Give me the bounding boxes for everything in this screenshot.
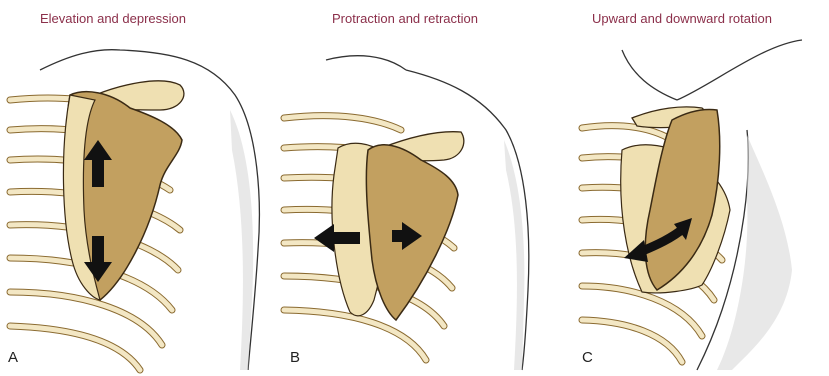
- panel-b-letter: B: [290, 349, 300, 366]
- body-shading: [230, 110, 253, 370]
- panel-b-illustration: [276, 0, 552, 376]
- panel-b: Protraction and retraction: [276, 0, 552, 376]
- panel-a-illustration: [0, 0, 276, 376]
- panel-a-letter: A: [8, 349, 18, 366]
- panel-c-letter: C: [582, 349, 593, 366]
- panel-a: Elevation and depression: [0, 0, 276, 376]
- body-shading: [717, 135, 792, 370]
- panel-c-illustration: [552, 0, 829, 376]
- panel-c: Upward and downward rotation: [552, 0, 829, 376]
